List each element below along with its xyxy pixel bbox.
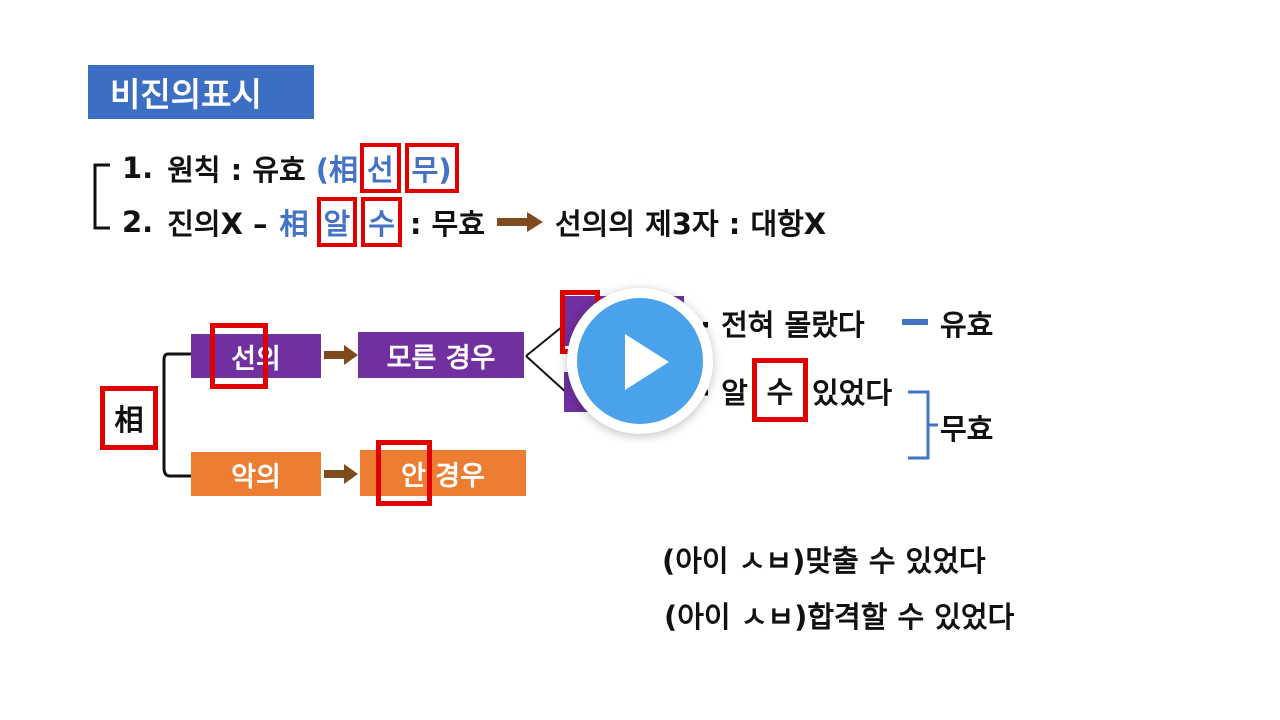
line2-after: : 무효 bbox=[409, 207, 485, 241]
rule-line-2: 2. 진의X – 相 알 수 : 무효 선의의 제3자 : 대항X bbox=[122, 197, 827, 247]
line1-box-seon: 선 bbox=[359, 143, 401, 193]
root-sang-box bbox=[100, 386, 158, 450]
play-icon bbox=[625, 334, 669, 390]
note-1: (아이 ㅅㅂ)맞출 수 있었다 bbox=[662, 538, 986, 580]
line2-box-su: 수 bbox=[361, 197, 402, 247]
note-2: (아이 ㅅㅂ)합격할 수 있었다 bbox=[664, 594, 1014, 636]
branch-bottom-box-su: 수 bbox=[752, 358, 808, 422]
play-button[interactable] bbox=[567, 288, 713, 434]
line2-text: 진의X – bbox=[167, 207, 268, 241]
note-2-paren: (아이 ㅅㅂ) bbox=[664, 600, 808, 634]
unknown-case-box: 모른 경우 bbox=[358, 332, 524, 378]
bracket-lines bbox=[93, 163, 110, 230]
dash-blue bbox=[902, 319, 928, 325]
line1-box-mu: 무) bbox=[404, 143, 459, 193]
line1-paren: (相 bbox=[315, 153, 358, 187]
line1-num: 1. bbox=[122, 151, 154, 185]
branch-bottom-result: 무효 bbox=[940, 412, 994, 446]
arrow-right-icon bbox=[324, 464, 358, 484]
note-1-paren: (아이 ㅅㅂ) bbox=[662, 544, 806, 578]
knew-case-box: 안 경우 bbox=[360, 450, 526, 496]
play-button-circle[interactable] bbox=[577, 298, 703, 424]
note-1-text: 맞출 수 있었다 bbox=[805, 544, 986, 578]
line2-sang: 相 bbox=[279, 207, 309, 241]
slide-title: 비진의표시 bbox=[88, 65, 314, 119]
branch-top-text: · 전혀 몰랐다 bbox=[700, 308, 865, 342]
arrow-right-icon bbox=[324, 345, 358, 365]
good-faith-red-frame bbox=[210, 323, 268, 389]
note-2-text: 합격할 수 있었다 bbox=[807, 600, 1015, 634]
bad-faith-box: 악의 bbox=[191, 452, 321, 496]
line1-text: 원칙 : 유효 bbox=[167, 153, 306, 187]
branch-bottom-post: 있었다 bbox=[812, 376, 893, 410]
blue-bracket bbox=[908, 390, 938, 460]
line2-num: 2. bbox=[122, 205, 154, 239]
line2-result: 선의의 제3자 : 대항X bbox=[554, 207, 827, 241]
root-sang-label: 相 bbox=[114, 403, 144, 437]
arrow-right-icon bbox=[496, 212, 543, 232]
bracket-branches bbox=[162, 352, 194, 478]
rule-line-1: 1. 원칙 : 유효 (相 선 무) bbox=[122, 143, 461, 193]
branch-top-result: 유효 bbox=[940, 308, 994, 342]
line2-box-al: 알 bbox=[316, 197, 358, 247]
knew-red-frame bbox=[376, 440, 432, 506]
